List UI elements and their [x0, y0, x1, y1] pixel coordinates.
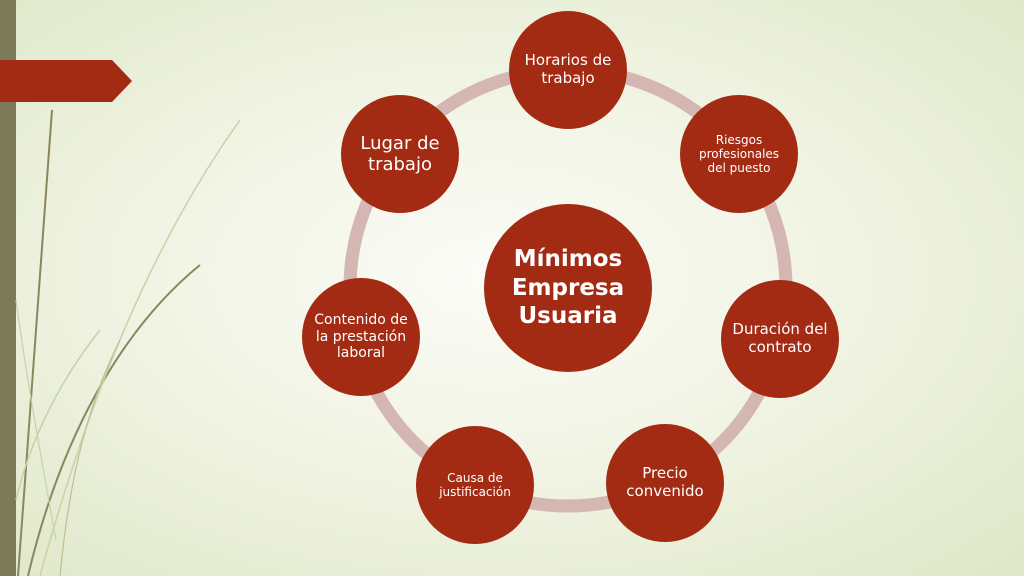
- decorative-grass-lines: [15, 109, 241, 576]
- node-label: Precio convenido: [626, 464, 704, 500]
- node-causa-de-justificacion: Causa de justificación: [416, 426, 534, 544]
- node-label: Lugar de trabajo: [360, 132, 440, 175]
- node-contenido-de-la-prestacion: Contenido de la prestación laboral: [302, 278, 420, 396]
- node-label: Causa de justificación: [439, 470, 511, 499]
- node-label: Contenido de la prestación laboral: [314, 312, 408, 362]
- node-riesgos-profesionales: Riesgos profesionales del puesto: [680, 95, 798, 213]
- node-precio-convenido: Precio convenido: [606, 424, 724, 542]
- node-duracion-del-contrato: Duración del contrato: [721, 280, 839, 398]
- node-label: Duración del contrato: [732, 320, 828, 356]
- node-horarios-de-trabajo: Horarios de trabajo: [509, 11, 627, 129]
- node-lugar-de-trabajo: Lugar de trabajo: [341, 95, 459, 213]
- title-ribbon: [0, 60, 132, 102]
- center-node-label: Mínimos Empresa Usuaria: [511, 245, 625, 330]
- node-label: Riesgos profesionales del puesto: [698, 132, 780, 176]
- center-node: Mínimos Empresa Usuaria: [484, 204, 652, 372]
- left-accent-bar: [0, 0, 16, 576]
- node-label: Horarios de trabajo: [524, 51, 612, 87]
